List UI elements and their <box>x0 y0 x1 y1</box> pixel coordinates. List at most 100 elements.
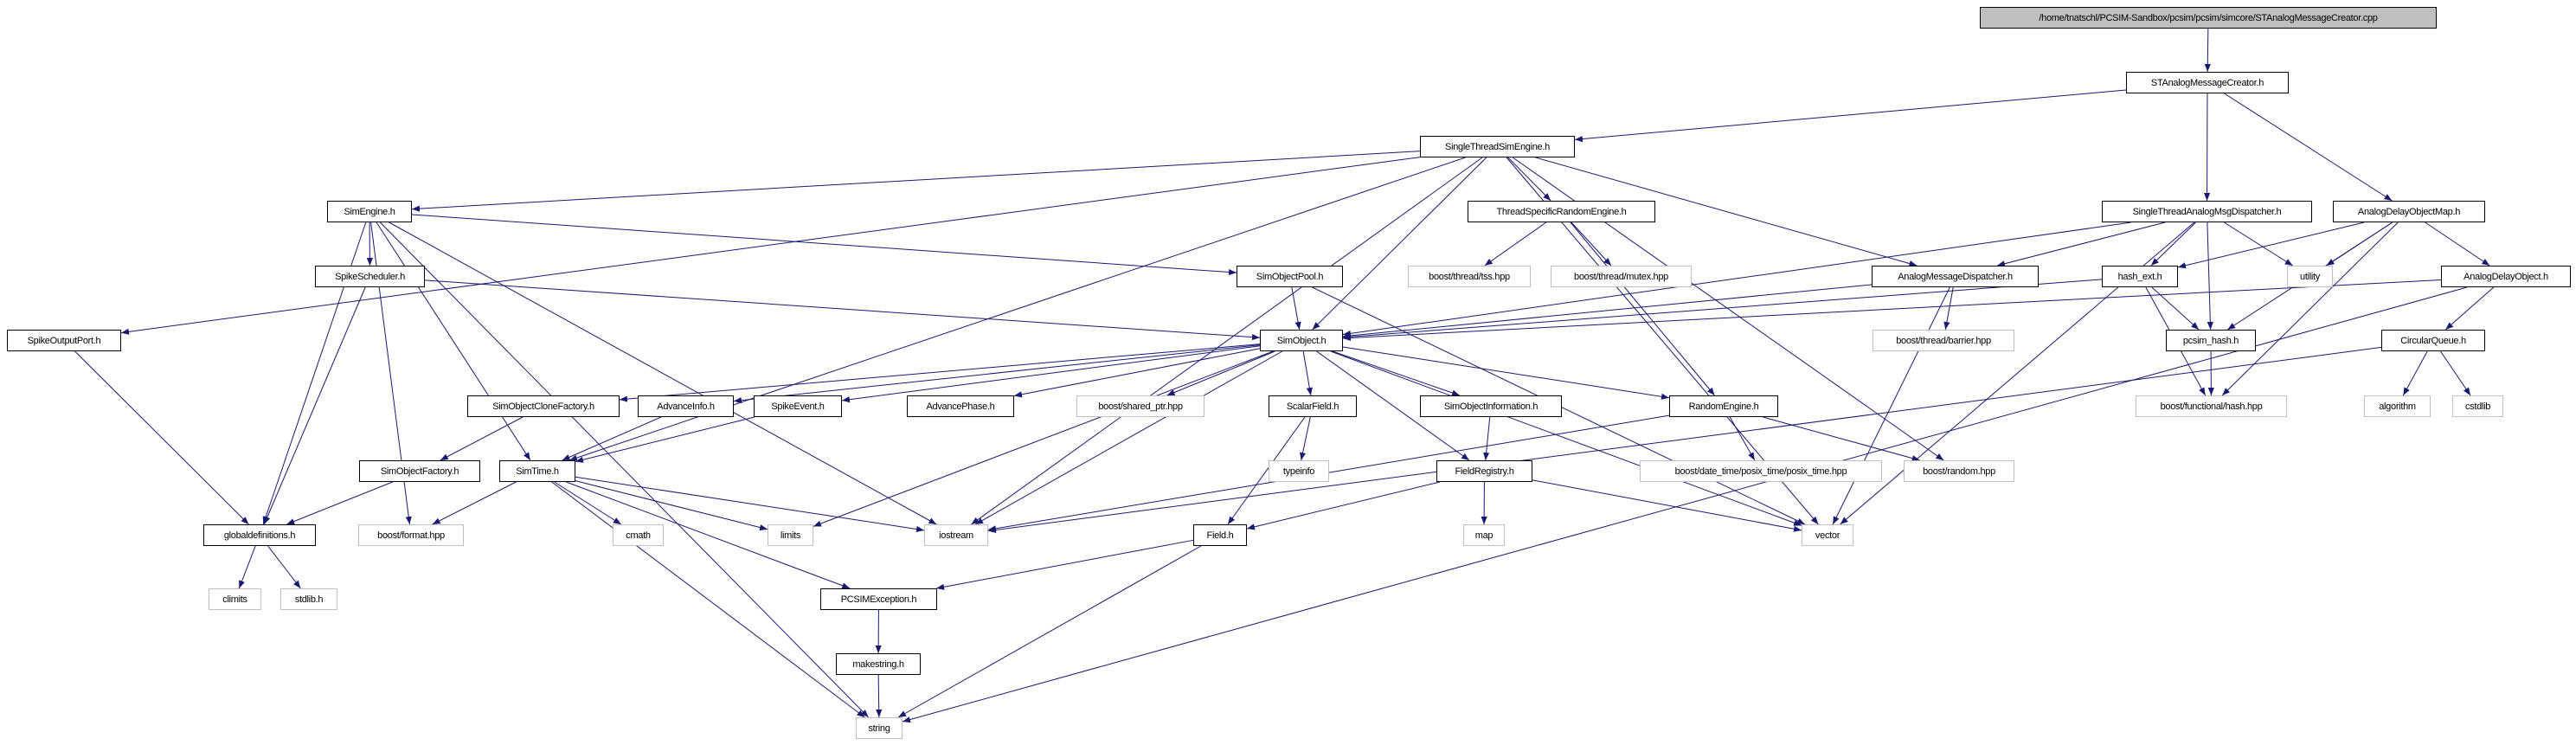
edge-scalarfield-h-to-field-h <box>1227 416 1306 525</box>
node-pcsim-hash-h[interactable]: pcsim_hash.h <box>2166 330 2256 351</box>
edge-simobject-h-to-simobjectclonefactory-h <box>619 344 1261 402</box>
node-algorithm: algorithm <box>2364 395 2431 417</box>
edge-threadspecificrandomengine-h-to-mutex-hpp <box>1571 222 1612 267</box>
edge-simobject-h-to-advancephase-h <box>1013 348 1261 398</box>
node-vector: vector <box>1802 524 1853 546</box>
node-posix-time-hpp: boost/date_time/posix_time/posix_time.hp… <box>1640 460 1882 482</box>
node-advancephase-h[interactable]: AdvancePhase.h <box>907 395 1014 417</box>
edge-analogdelayobjectmap-h-to-analogdelayobject-h <box>2425 222 2490 267</box>
edge-hash-ext-h-to-simobject-h <box>1342 279 2103 340</box>
edge-analogmessagedispatcher-h-to-simobject-h <box>1342 284 1873 339</box>
edge-analogdelayobject-h-to-string <box>902 286 2468 723</box>
node-limits: limits <box>768 524 813 546</box>
edge-spikescheduler-h-to-globaldefinitions-h <box>263 286 366 525</box>
edge-singlethreadsimengine-h-to-simobject-h <box>1312 157 1487 331</box>
node-simengine-h[interactable]: SimEngine.h <box>327 201 412 222</box>
edge-spikeevent-h-to-simtime-h <box>575 416 755 463</box>
node-hash-hpp: boost/functional/hash.hpp <box>2136 395 2287 417</box>
node-threadspecificrandomengine-h[interactable]: ThreadSpecificRandomEngine.h <box>1468 201 1655 222</box>
edge-globaldefinitions-h-to-stdlib-h <box>267 545 301 589</box>
node-analogmessagedispatcher-h[interactable]: AnalogMessageDispatcher.h <box>1872 266 2039 287</box>
edge-simtime-h-to-iostream <box>575 476 925 533</box>
node-makestring-h[interactable]: makestring.h <box>836 653 921 675</box>
node-globaldefinitions-h[interactable]: globaldefinitions.h <box>203 524 316 546</box>
edge-simobjectinformation-h-to-fieldregistry-h <box>1483 416 1491 461</box>
node-simobject-h[interactable]: SimObject.h <box>1260 330 1343 351</box>
node-analogdelayobjectmap-h[interactable]: AnalogDelayObjectMap.h <box>2333 201 2485 222</box>
node-stanalogmessagecreator-cpp[interactable]: /home/tnatschl/PCSIM-Sandbox/pcsim/pcsim… <box>1980 7 2437 29</box>
node-singlethreadsimengine-h[interactable]: SingleThreadSimEngine.h <box>1420 136 1575 157</box>
edge-simengine-h-to-iostream <box>389 222 937 525</box>
node-circularqueue-h[interactable]: CircularQueue.h <box>2381 330 2485 351</box>
edge-simobject-h-to-fieldregistry-h <box>1316 350 1470 461</box>
node-random-hpp: boost/random.hpp <box>1904 460 2014 482</box>
node-cstdlib: cstdlib <box>2452 395 2503 417</box>
node-string: string <box>856 717 903 739</box>
edge-simobject-h-to-vector <box>1330 350 1802 526</box>
edge-singlethreadsimengine-h-to-analogmessagedispatcher-h <box>1535 157 1918 267</box>
node-pcsimexception-h[interactable]: PCSIMException.h <box>820 588 937 610</box>
edge-simtime-h-to-pcsimexception-h <box>566 481 851 589</box>
edge-simobject-h-to-randomengine-h <box>1342 346 1670 400</box>
edge-simobject-h-to-simobjectinformation-h <box>1332 350 1461 396</box>
edge-circularqueue-h-to-algorithm <box>2402 350 2428 396</box>
edge-simengine-h-to-string <box>379 222 870 718</box>
node-cmath: cmath <box>613 524 664 546</box>
edge-makestring-h-to-string <box>876 674 883 718</box>
node-utility: utility <box>2287 266 2333 287</box>
node-singlethreadanalogmsgdispatcher-h[interactable]: SingleThreadAnalogMsgDispatcher.h <box>2102 201 2312 222</box>
node-simobjectpool-h[interactable]: SimObjectPool.h <box>1237 266 1343 287</box>
edge-simengine-h-to-simtime-h <box>376 222 531 461</box>
node-hash-ext-h[interactable]: hash_ext.h <box>2102 266 2178 287</box>
edge-singlethreadanalogmsgdispatcher-h-to-utility <box>2224 222 2293 267</box>
edge-fieldregistry-h-to-field-h <box>1246 481 1441 530</box>
edge-simobject-h-to-scalarfield-h <box>1302 350 1313 396</box>
node-analogdelayobject-h[interactable]: AnalogDelayObject.h <box>2441 266 2571 287</box>
node-climits: climits <box>209 588 261 610</box>
node-stanalogmessagecreator-h[interactable]: STAnalogMessageCreator.h <box>2126 72 2289 93</box>
node-map: map <box>1463 524 1505 546</box>
edge-singlethreadanalogmsgdispatcher-h-to-simobject-h <box>1342 222 2131 337</box>
edge-simobject-h-to-advanceinfo-h <box>733 344 1261 404</box>
node-fieldregistry-h[interactable]: FieldRegistry.h <box>1436 460 1532 482</box>
edge-singlethreadanalogmsgdispatcher-h-to-analogmessagedispatcher-h <box>1996 222 2166 267</box>
edge-simtime-h-to-string <box>551 481 865 718</box>
node-field-h[interactable]: Field.h <box>1193 524 1247 546</box>
node-scalarfield-h[interactable]: ScalarField.h <box>1269 395 1357 417</box>
edge-simobjectfactory-h-to-globaldefinitions-h <box>286 481 393 525</box>
node-advanceinfo-h[interactable]: AdvanceInfo.h <box>638 395 734 417</box>
node-simobjectfactory-h[interactable]: SimObjectFactory.h <box>359 460 480 482</box>
edge-singlethreadanalogmsgdispatcher-h-to-hash-ext-h <box>2150 222 2196 267</box>
node-iostream: iostream <box>924 524 988 546</box>
edge-analogdelayobjectmap-h-to-hash-ext-h <box>2177 222 2365 269</box>
edge-simtime-h-to-limits <box>575 480 768 531</box>
node-simtime-h[interactable]: SimTime.h <box>499 460 575 482</box>
node-randomengine-h[interactable]: RandomEngine.h <box>1669 395 1778 417</box>
edge-scalarfield-h-to-typeinfo <box>1300 416 1311 461</box>
edge-simengine-h-to-simobjectpool-h <box>411 214 1237 276</box>
edge-singlethreadsimengine-h-to-threadspecificrandomengine-h <box>1507 157 1551 202</box>
edge-threadspecificrandomengine-h-to-randomengine-h <box>1570 222 1715 396</box>
edge-spikeoutputport-h-to-globaldefinitions-h <box>74 350 249 525</box>
edge-globaldefinitions-h-to-climits <box>238 545 256 589</box>
node-simobjectinformation-h[interactable]: SimObjectInformation.h <box>1420 395 1562 417</box>
edge-simobject-h-to-shared-ptr-hpp <box>1166 350 1275 396</box>
node-stdlib-h: stdlib.h <box>280 588 337 610</box>
edge-stanalogmessagecreator-h-to-singlethreadsimengine-h <box>1574 89 2127 143</box>
edge-simobjectpool-h-to-simobject-h <box>1291 286 1301 331</box>
edge-analogdelayobject-h-to-simobject-h <box>1342 279 2442 342</box>
edge-field-h-to-string <box>897 545 1202 718</box>
edge-simtime-h-to-format-hpp <box>432 481 517 525</box>
node-spikeevent-h[interactable]: SpikeEvent.h <box>754 395 842 417</box>
edge-stanalogmessagecreator-h-to-analogdelayobjectmap-h <box>2224 93 2393 202</box>
edge-singlethreadsimengine-h-to-iostream <box>971 157 1483 525</box>
edge-simobject-h-to-spikeevent-h <box>841 345 1261 403</box>
node-spikeoutputport-h[interactable]: SpikeOutputPort.h <box>7 330 121 351</box>
edge-singlethreadsimengine-h-to-simengine-h <box>411 151 1421 212</box>
edge-field-h-to-pcsimexception-h <box>936 539 1194 590</box>
node-spikescheduler-h[interactable]: SpikeScheduler.h <box>315 266 425 287</box>
edge-singlethreadsimengine-h-to-spikeoutputport-h <box>120 157 1421 335</box>
edge-circularqueue-h-to-cstdlib <box>2440 350 2471 396</box>
node-simobjectclonefactory-h[interactable]: SimObjectCloneFactory.h <box>467 395 620 417</box>
